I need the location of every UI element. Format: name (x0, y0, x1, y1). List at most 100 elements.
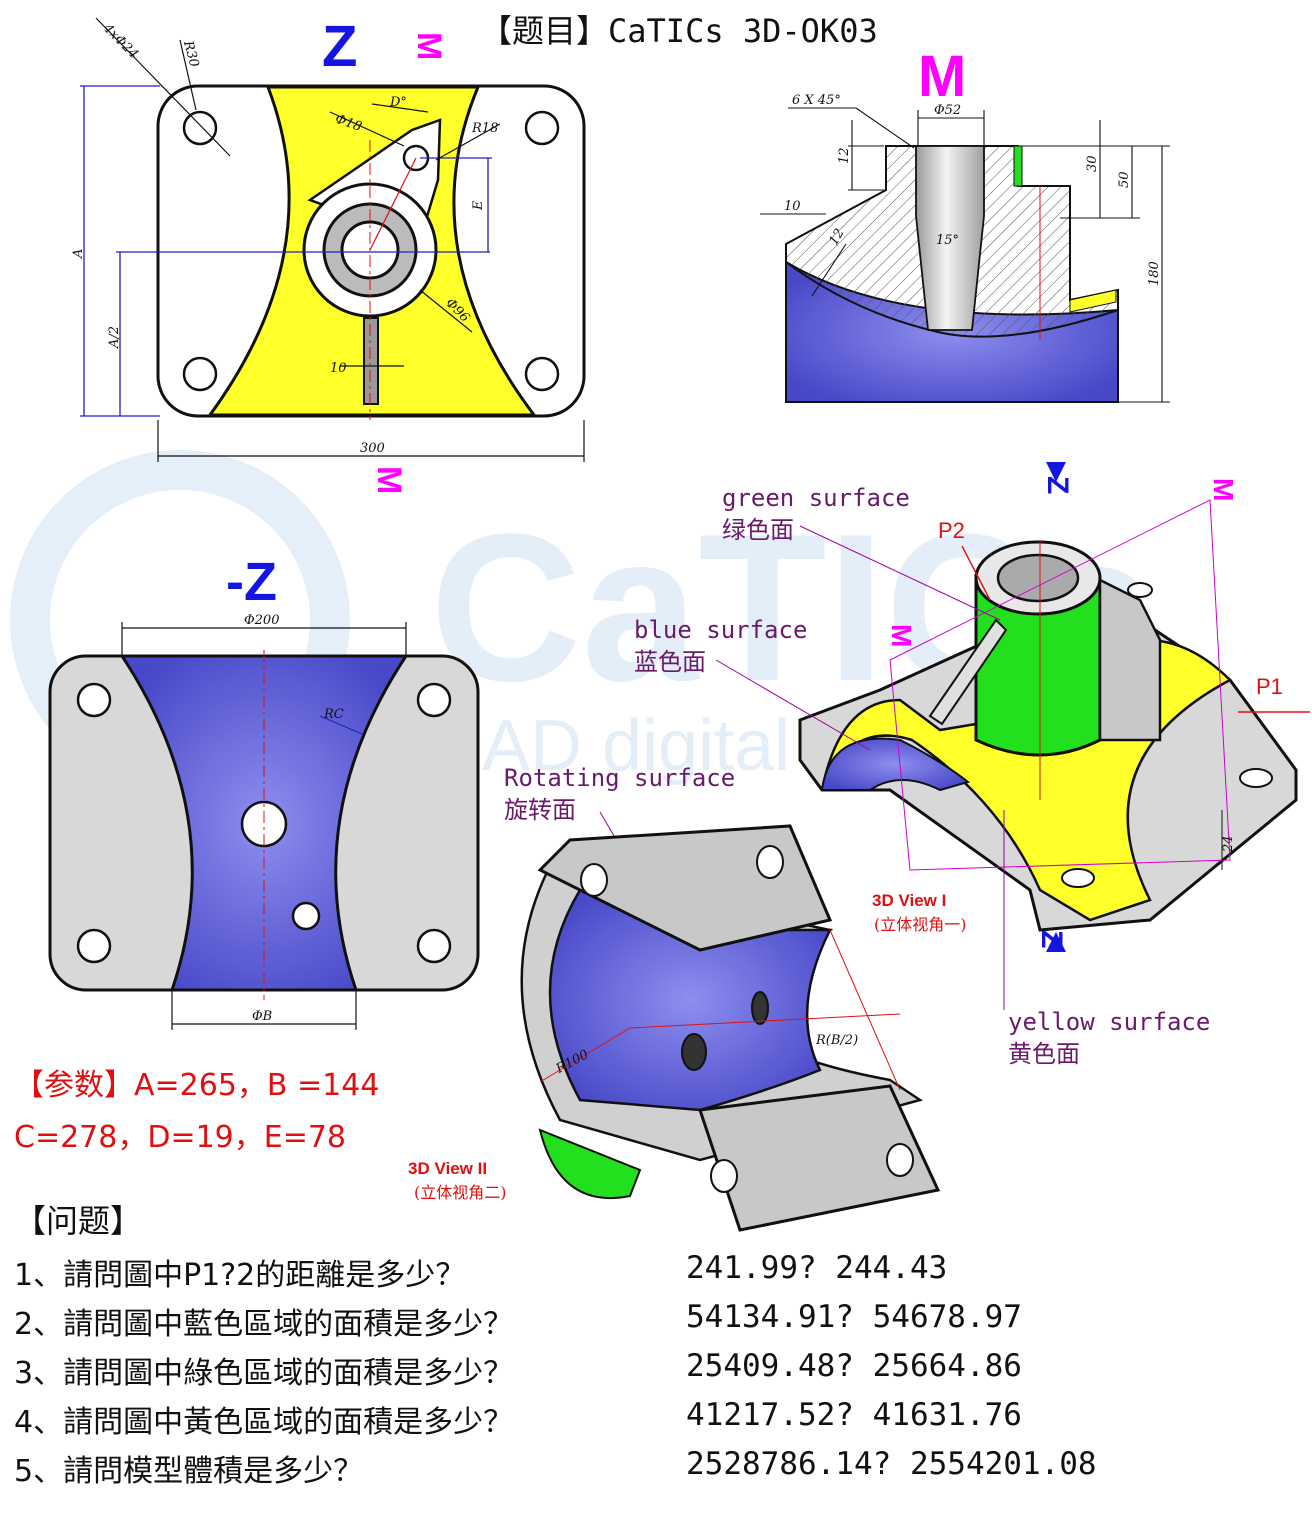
z-dim-lines (80, 85, 492, 417)
dim-phi52: Φ52 (934, 103, 961, 118)
3d-view-2: R100 R(B/2) 3D View II (立体视角二) (408, 824, 941, 1232)
hole (710, 1159, 738, 1193)
dim-h180: 180 (1147, 261, 1162, 286)
dim-r18: R18 (471, 121, 498, 136)
p2-leader (961, 545, 991, 601)
v1-m-mark-left: M (886, 624, 917, 647)
neg-z-view-label: -Z (226, 552, 277, 612)
questions-header: 【问题】 (14, 1202, 143, 1240)
question-3: 3、請問圖中綠色區域的面積是多少？ (14, 1356, 514, 1391)
negz-holes (76, 682, 452, 964)
v1-m-mark: M (1208, 478, 1239, 501)
v1-hole (1239, 768, 1273, 788)
dim-rc: RC (323, 707, 344, 722)
hole (756, 845, 784, 879)
hole (182, 356, 218, 392)
dim-h12: 12 (837, 147, 852, 164)
answer-1: 241.99? 244.43 (686, 1250, 948, 1286)
v1-z-arrow-icon (1046, 462, 1066, 482)
dim-w300: 300 (360, 441, 385, 456)
v1-hole (1127, 582, 1153, 598)
v2-construction-lines (539, 929, 901, 1091)
3d-view-1: Z Z M M P2 P1 24 3D View I (立体视角一) (798, 462, 1310, 952)
dim-h24: 24 (1221, 835, 1236, 853)
dim-h30: 30 (1085, 155, 1100, 172)
hole (76, 682, 112, 718)
v2-green-edge (538, 1128, 642, 1200)
small-hole (291, 901, 321, 931)
green-surface-en: green surface (722, 484, 910, 512)
m-section-mark-top: M (410, 32, 448, 60)
v2-rotating-surface (548, 888, 833, 1112)
question-2: 2、請問圖中藍色區域的面積是多少？ (14, 1307, 514, 1342)
negz-dim-lines (121, 622, 407, 1030)
v1-bore (996, 553, 1080, 603)
v1-z-mark: Z (1041, 476, 1074, 494)
rotating-surface-cn: 旋转面 (504, 796, 576, 824)
answer-5: 2528786.14? 2554201.08 (686, 1446, 1097, 1482)
dim-t12: 12 (826, 226, 847, 248)
dim-e: E (471, 200, 486, 211)
params-line-2: C=278，D=19，E=78 (14, 1120, 347, 1155)
v1-hole (1061, 868, 1095, 888)
hole (886, 1143, 914, 1177)
dim-d-angle: D° (389, 95, 407, 110)
dim-holes: 4xΦ24 (99, 20, 141, 62)
question-5: 5、請問模型體積是多少？ (14, 1454, 364, 1489)
z-dim-lines-black (95, 17, 585, 462)
hole (524, 110, 560, 146)
m-section-mark-bottom: M (370, 466, 408, 494)
dim-ten: 10 (330, 361, 347, 376)
p1-label: P1 (1256, 674, 1283, 699)
rotating-surface-en: Rotating surface (504, 764, 735, 792)
yellow-surface-en: yellow surface (1008, 1008, 1210, 1036)
z-corner-holes (182, 110, 560, 392)
hole (751, 991, 769, 1025)
dim-phi200: Φ200 (244, 613, 279, 628)
v1-z-arrow-up-icon (1046, 932, 1066, 952)
view1-label: 3D View I (872, 891, 946, 910)
dim-h50: 50 (1117, 171, 1132, 188)
p2-label: P2 (938, 518, 965, 543)
view2-label: 3D View II (408, 1159, 487, 1178)
blue-leader (715, 659, 871, 751)
dim-a-half: A/2 (107, 326, 122, 349)
m-yellow-strip (1069, 289, 1117, 313)
dim-chamfer: 6 X 45° (792, 93, 841, 108)
v1-rib (928, 618, 1008, 726)
z-angle-line (369, 157, 417, 251)
blue-surface-cn: 蓝色面 (634, 648, 706, 676)
dim-r-b2: R(B/2) (815, 1033, 858, 1048)
m-view-label: M (918, 44, 966, 109)
view1-cn-label: (立体视角一) (874, 915, 967, 934)
params-line-1: 【参数】A=265，B =144 (14, 1068, 380, 1103)
z-view: Z M 4x (71, 14, 586, 494)
hole (524, 356, 560, 392)
view2-cn-label: (立体视角二) (414, 1183, 507, 1202)
z-view-label: Z (322, 14, 357, 79)
dim-a: A (71, 249, 86, 259)
answer-3: 25409.48? 25664.86 (686, 1348, 1022, 1384)
z-rib (363, 317, 379, 405)
answer-2: 54134.91? 54678.97 (686, 1299, 1022, 1335)
v1-blue-surface (820, 737, 971, 792)
hole (681, 1033, 707, 1071)
green-leader (799, 525, 1001, 621)
question-1: 1、請問圖中P1?2的距離是多少？ (14, 1258, 466, 1293)
neg-z-view: -Z Φ200 RC ΦB (48, 552, 480, 1030)
v2-holes (580, 845, 914, 1193)
hole (580, 863, 608, 897)
m-green-strip (1013, 145, 1023, 187)
hole (416, 682, 452, 718)
dim-w10: 10 (784, 199, 801, 214)
hole (182, 110, 218, 146)
v1-section-lines (889, 499, 1231, 871)
yellow-surface-cn: 黄色面 (1008, 1040, 1080, 1068)
m-dim-lines (760, 107, 1170, 403)
green-surface-cn: 绿色面 (722, 516, 794, 544)
hole (416, 928, 452, 964)
page-title: 【题目】CaTICs 3D-OK03 (480, 12, 878, 50)
hole (76, 928, 112, 964)
dim-r30: R30 (180, 38, 202, 68)
